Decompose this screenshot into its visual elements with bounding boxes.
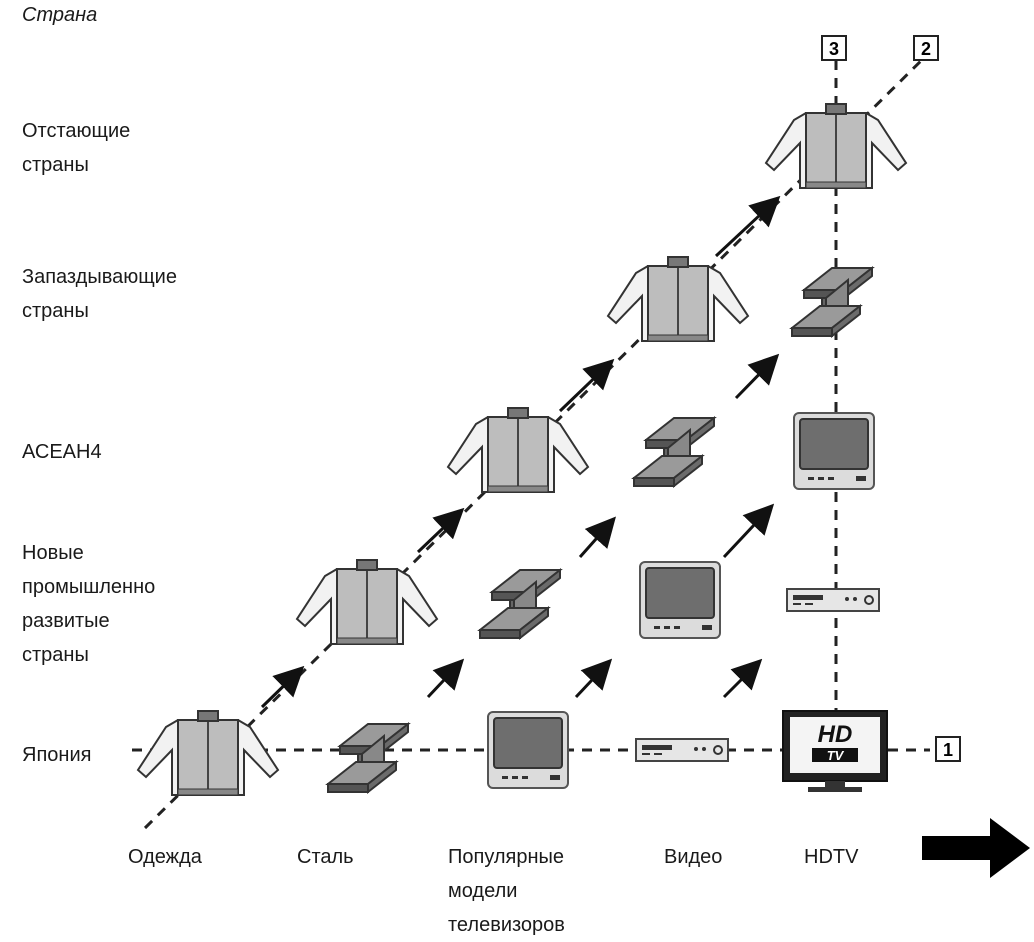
marker-box-2: 2 xyxy=(913,35,939,61)
country-label-lagging: Отстающие страны xyxy=(22,120,131,176)
country-label-asean4: АСЕАН4 xyxy=(22,441,102,463)
vcr-icon xyxy=(786,588,880,612)
tv-icon xyxy=(487,711,569,789)
steel-beam-icon xyxy=(479,569,561,639)
jacket-icon xyxy=(607,256,749,342)
svg-text:2: 2 xyxy=(921,39,931,59)
country-label-nie: Новые промышленно развитые страны xyxy=(22,542,156,666)
tv-icon xyxy=(793,412,875,490)
marker-box-3: 3 xyxy=(821,35,847,61)
hdtv-icon: HD TV xyxy=(782,710,888,792)
jacket-icon xyxy=(137,710,279,796)
country-label-japan: Япония xyxy=(22,744,92,766)
country-label-late: Запаздывающие страны xyxy=(22,266,177,322)
svg-text:3: 3 xyxy=(829,39,839,59)
steel-beam-icon xyxy=(633,417,715,487)
svg-text:TV: TV xyxy=(827,748,845,763)
shift-arrows xyxy=(426,353,780,699)
svg-text:HD: HD xyxy=(818,721,853,748)
tv-icon xyxy=(639,561,721,639)
industry-label-hdtv: HDTV xyxy=(804,846,859,868)
vcr-icon xyxy=(635,738,729,762)
steel-beam-icon xyxy=(327,723,409,793)
industry-label-video: Видео xyxy=(664,846,723,868)
jacket-icon xyxy=(447,407,589,493)
arrow-right-icon xyxy=(922,818,1030,878)
axis-title: Страна xyxy=(22,4,98,26)
marker-box-1: 1 xyxy=(935,736,961,762)
industry-label-steel: Сталь xyxy=(297,846,354,868)
industry-label-clothing: Одежда xyxy=(128,846,202,868)
steel-beam-icon xyxy=(791,267,873,337)
jacket-icon xyxy=(296,559,438,645)
jacket-icon xyxy=(765,103,907,189)
svg-text:1: 1 xyxy=(943,740,953,760)
diagonal-arrows xyxy=(260,195,781,709)
